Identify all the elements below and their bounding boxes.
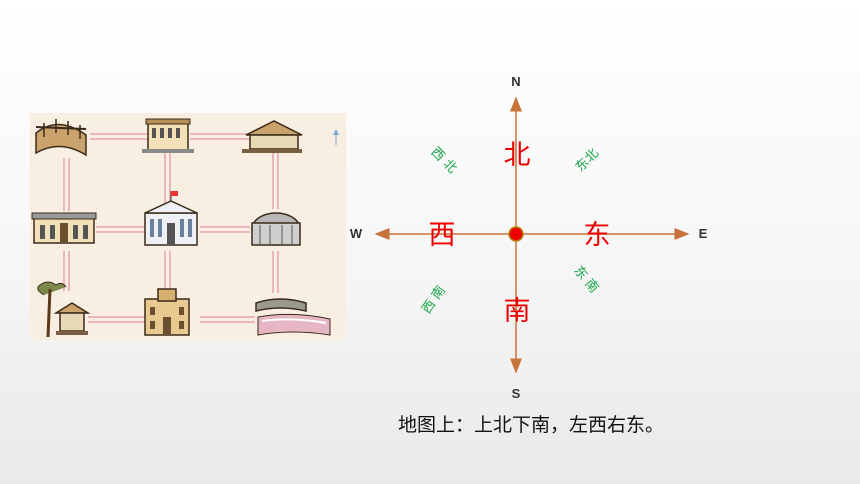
south-label: 南 [504,296,531,327]
west-letter: W [350,226,363,241]
southeast-label: 东 南 [570,263,602,296]
north-letter: N [511,74,520,89]
garden-pavilion-icon [37,281,91,338]
east-letter: E [699,226,708,241]
stadium-building-icon [255,298,331,336]
road-grid [63,133,279,323]
northwest-label: 西 北 [428,145,460,177]
southwest-label: 西 南 [419,283,449,317]
tower-building-icon [144,288,190,336]
round-tower-building-icon [251,212,301,246]
pavilion-building-icon [242,120,303,153]
west-label: 西 [429,220,456,251]
south-letter: S [512,386,521,401]
hall-building-icon [142,118,194,153]
bridge-building-icon [35,119,87,157]
map-panel [30,113,346,340]
north-label: 北 [504,140,531,171]
caption-text: 地图上：上北下南，左西右东。 [398,414,665,436]
map-illustration [31,118,339,338]
government-building-icon [144,191,198,246]
station-building-icon [31,212,97,244]
north-arrow-icon [333,129,339,145]
center-dot [508,226,524,242]
northeast-label: 东北 [573,146,602,175]
east-label: 东 [584,220,611,251]
